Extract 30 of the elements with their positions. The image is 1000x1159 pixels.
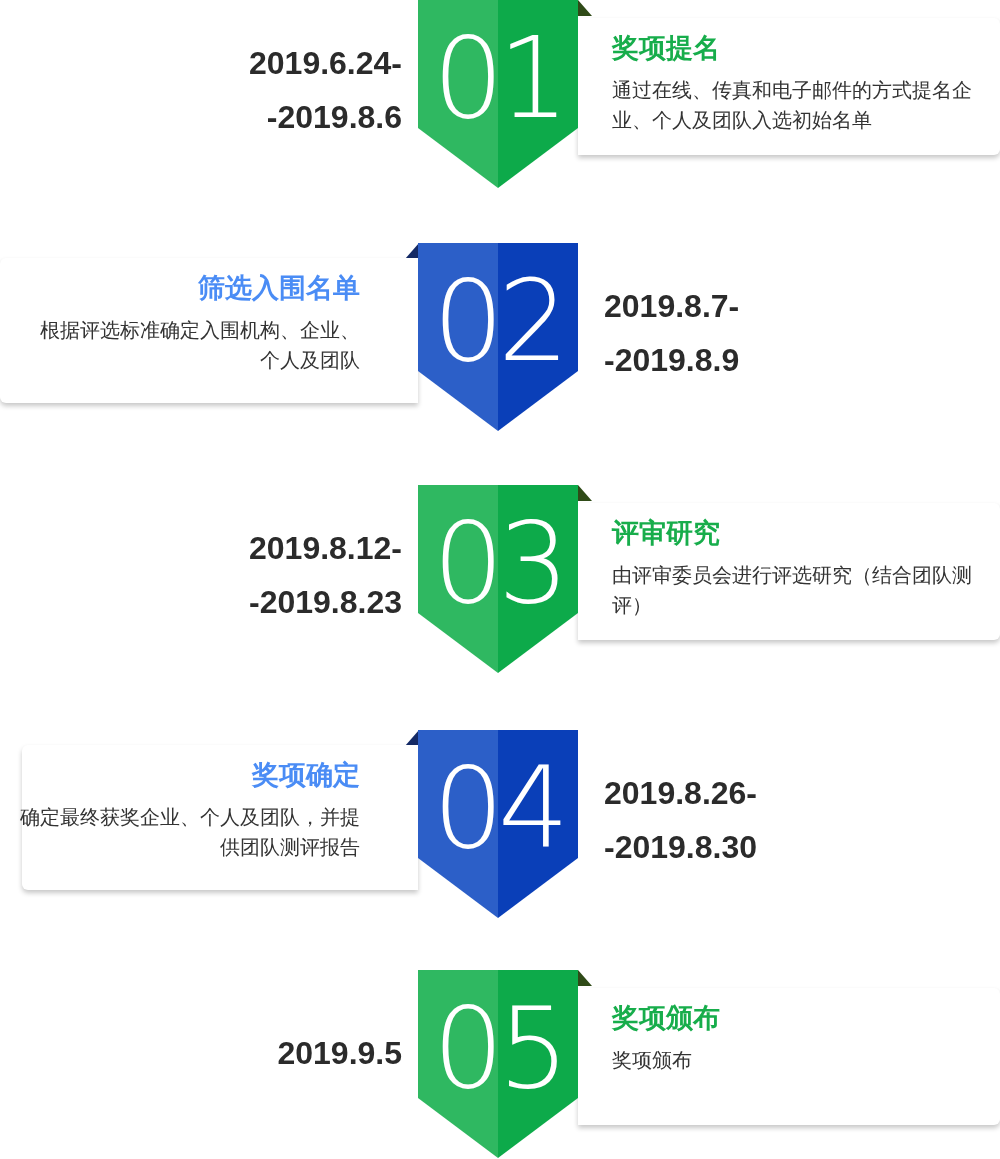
step-banner: [418, 0, 578, 188]
step-title: 奖项颁布: [612, 1001, 721, 1035]
date-label: 2019.6.24- -2019.8.6: [248, 44, 402, 137]
step-title: 评审研究: [612, 516, 721, 550]
step-title: 筛选入围名单: [197, 271, 360, 305]
step-description: 确定最终获奖企业、个人及团队，并提供团队测评报告: [20, 805, 360, 861]
step-banner: [418, 970, 578, 1158]
step-number: 04: [431, 748, 565, 868]
step-description: 通过在线、传真和电子邮件的方式提名企业、个人及团队入选初始名单: [612, 78, 972, 134]
step-description: 由评审委员会进行评选研究（结合团队测评）: [612, 563, 972, 619]
step-number: 02: [431, 261, 565, 381]
step-card: [0, 258, 418, 403]
step-description: 奖项颁布: [612, 1048, 693, 1074]
date-label: 2019.8.26- -2019.8.30: [604, 774, 758, 867]
step-card: [578, 503, 1000, 640]
step-title: 奖项提名: [612, 31, 721, 65]
step-banner: [418, 243, 578, 431]
step-banner: [418, 485, 578, 673]
step-description: 根据评选标准确定入围机构、企业、个人及团队: [40, 318, 360, 374]
step-number: 03: [431, 503, 565, 623]
date-label: 2019.8.12- -2019.8.23: [248, 529, 402, 622]
step-card: [578, 18, 1000, 155]
step-number: 01: [431, 18, 565, 138]
step-number: 05: [431, 988, 565, 1108]
step-banner: [418, 730, 578, 918]
step-card: [22, 745, 418, 890]
step-card: [578, 988, 1000, 1125]
date-label: 2019.8.7- -2019.8.9: [604, 287, 741, 380]
date-label: 2019.9.5: [276, 1034, 402, 1073]
step-title: 奖项确定: [250, 758, 360, 792]
